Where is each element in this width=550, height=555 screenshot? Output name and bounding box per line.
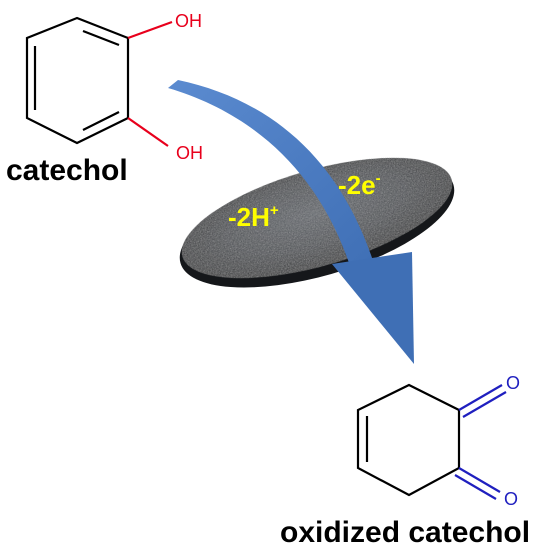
electron-loss-text: -2e <box>338 170 376 200</box>
product-name-label: oxidized catechol <box>280 516 531 549</box>
hydroxyl-bottom-label: OH <box>176 143 203 163</box>
catechol-structure <box>25 16 173 147</box>
hydroxyl-top-label: OH <box>175 11 202 31</box>
carbonyl-oxygen-bottom-label: O <box>504 489 519 509</box>
proton-loss-text: -2H <box>228 202 270 232</box>
proton-charge-sup: + <box>269 202 279 219</box>
reaction-arrow <box>168 80 414 364</box>
electron-charge-sup: - <box>375 170 381 187</box>
electrode-disc <box>179 157 455 288</box>
proton-loss-label: -2H+ <box>228 202 279 233</box>
reactant-name-label: catechol <box>6 154 128 187</box>
carbonyl-oxygen-top-label: O <box>506 373 521 393</box>
electron-loss-label: -2e- <box>338 170 381 201</box>
oxidized-catechol-structure <box>356 383 507 500</box>
